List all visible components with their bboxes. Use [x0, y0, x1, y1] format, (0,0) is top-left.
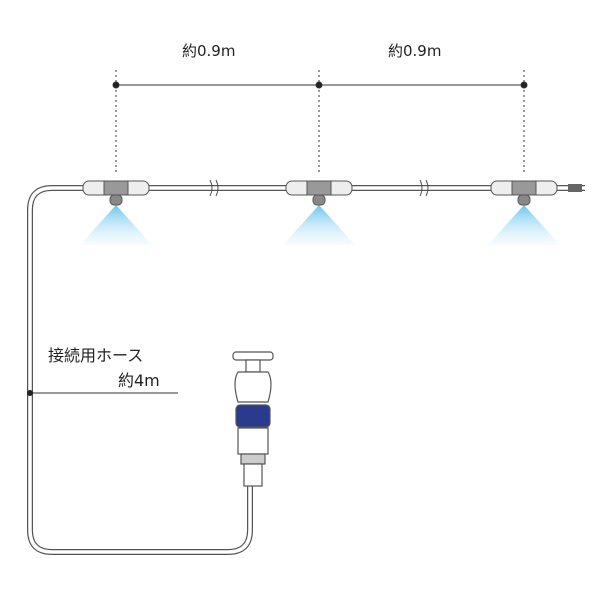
break-marks: [209, 179, 429, 197]
end-plug: [568, 184, 582, 192]
connection-hose: [27, 185, 585, 555]
dimension-line: [112, 70, 528, 175]
spacing-label-1: 約0.9m: [182, 42, 236, 60]
hose-name-label: 接続用ホース: [48, 346, 144, 365]
hose-length-label: 約4m: [118, 371, 160, 390]
spacing-label-2: 約0.9m: [388, 42, 442, 60]
mist-nozzle-icon: [80, 180, 152, 245]
faucet-icon: [232, 351, 274, 487]
mist-nozzle-icon: [283, 180, 355, 245]
mist-nozzle-icon: [488, 180, 560, 245]
